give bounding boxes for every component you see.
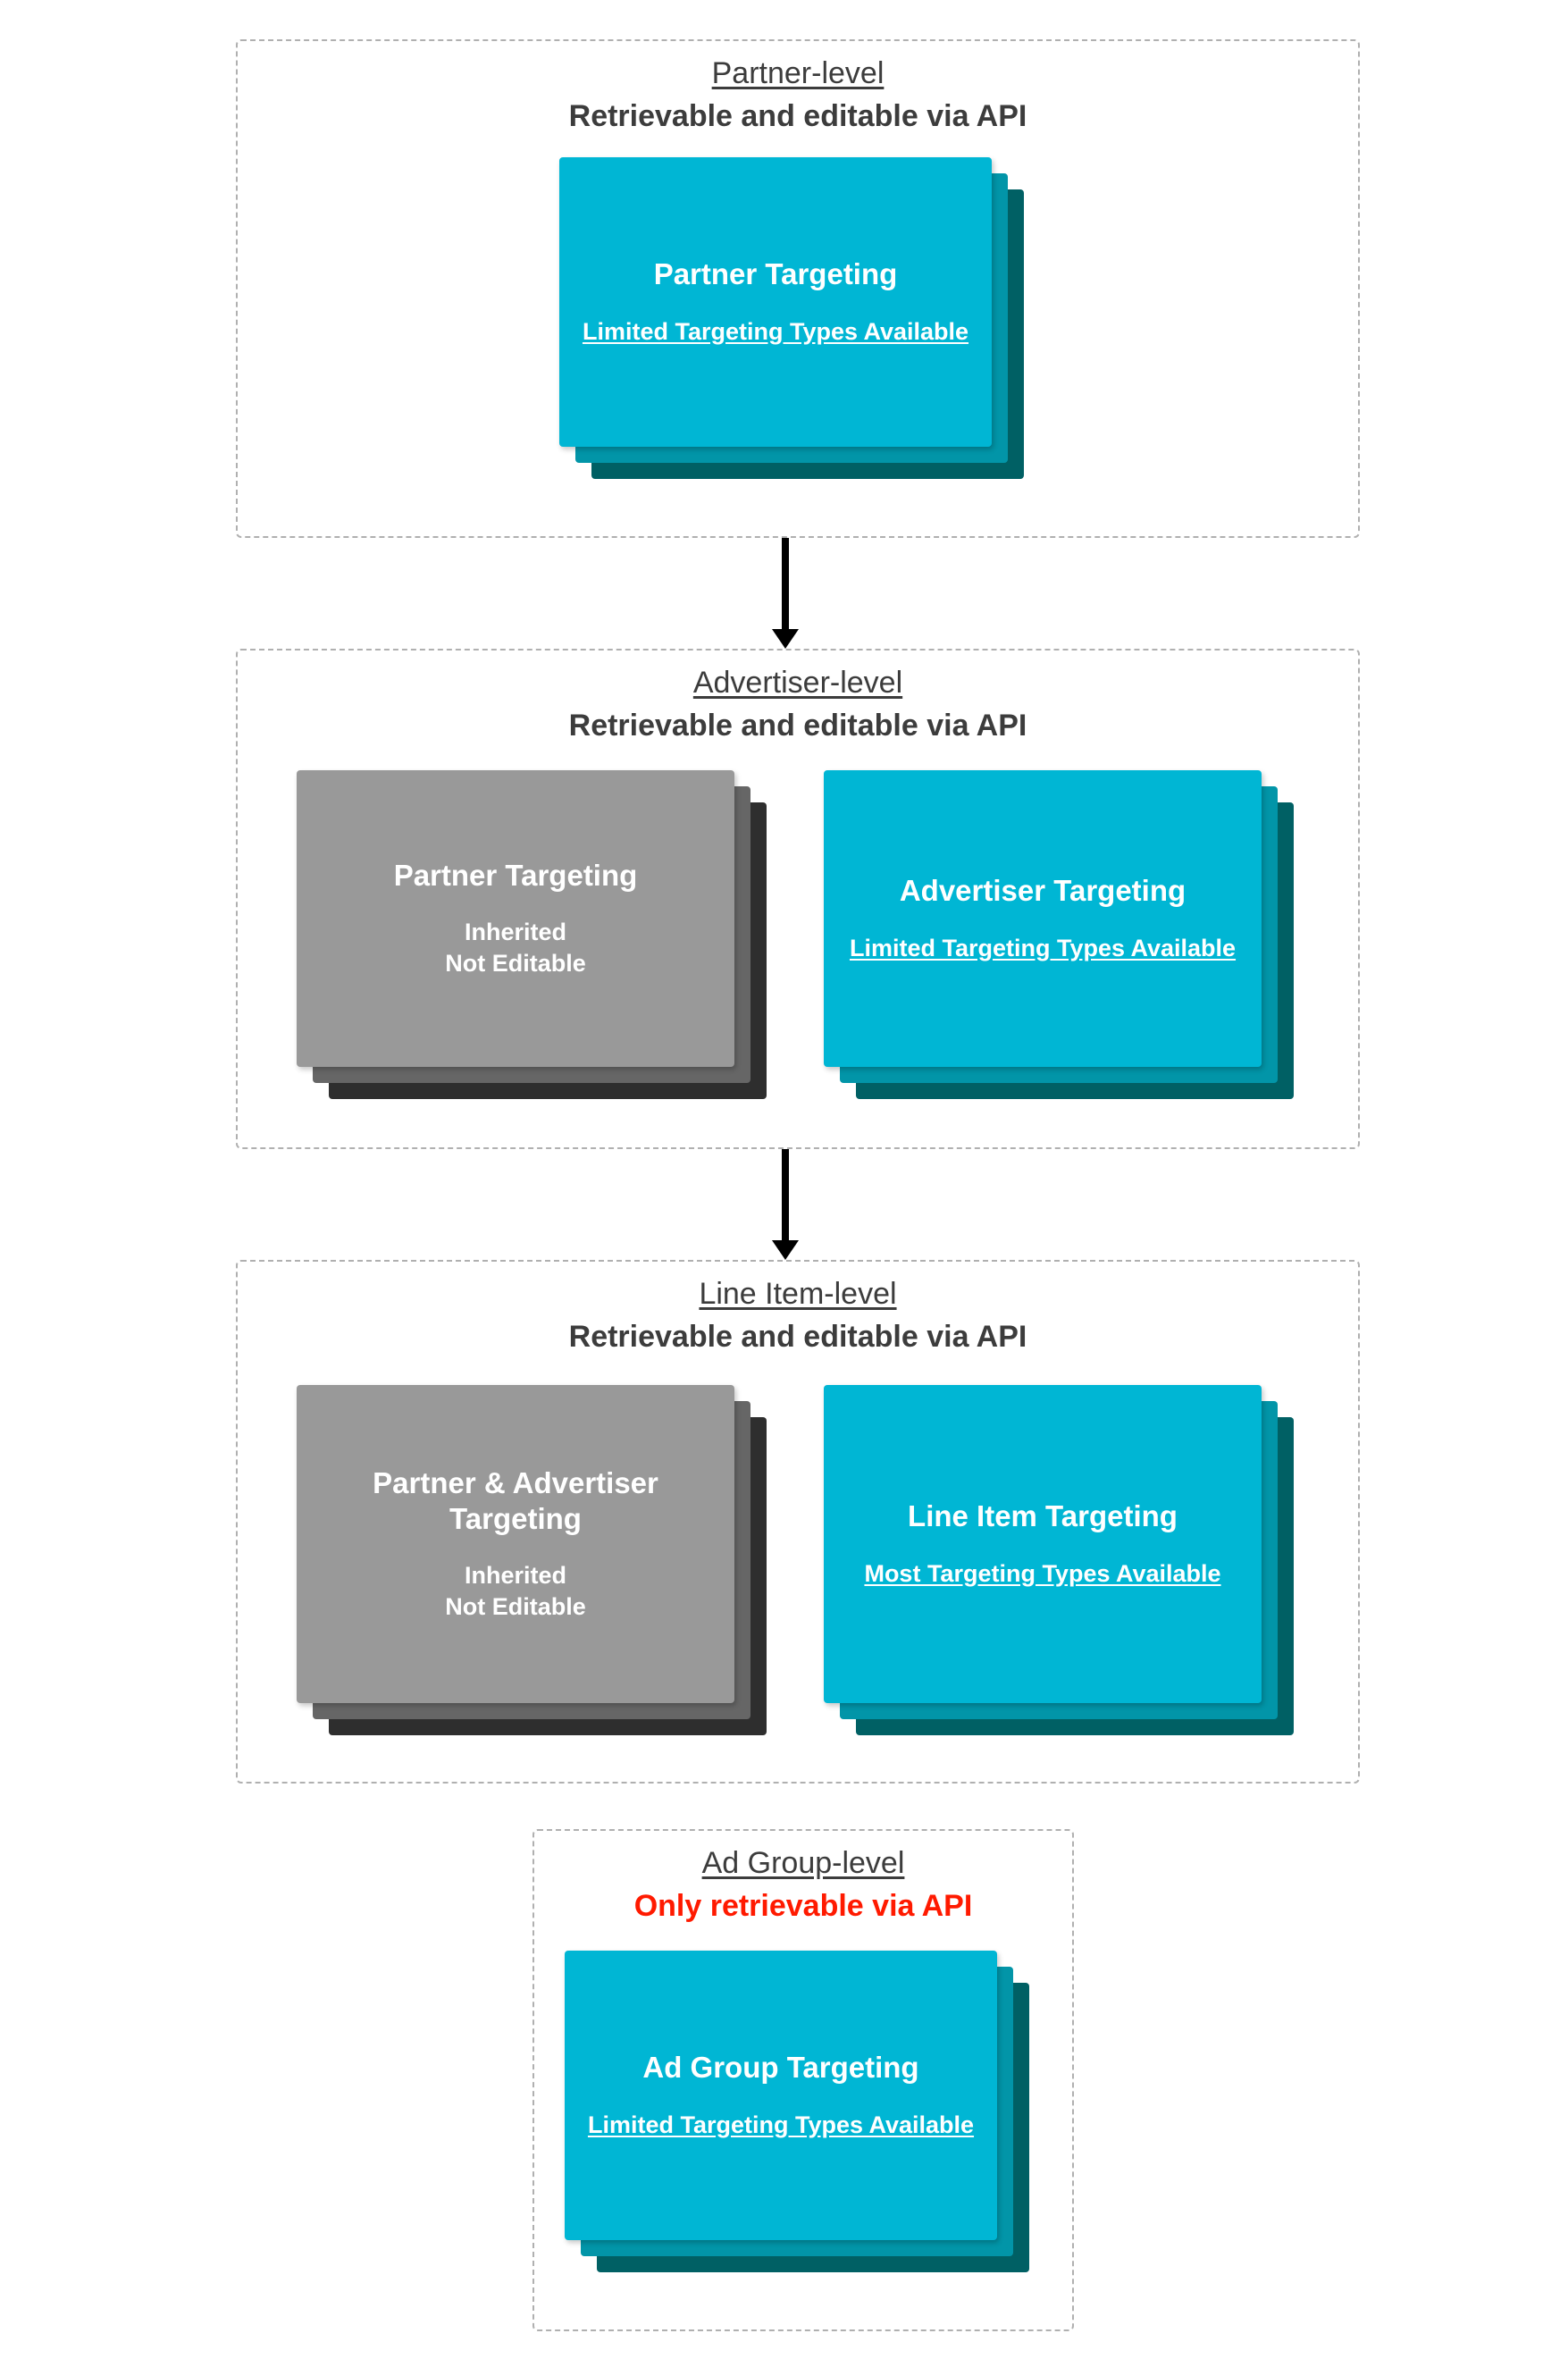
card-inherited-partner-advertiser-targeting[interactable]: Partner & Advertiser Targeting Inherited…: [297, 1385, 734, 1703]
card-partner-targeting[interactable]: Partner Targeting Limited Targeting Type…: [559, 157, 992, 447]
level-box-partner: Partner-level Retrievable and editable v…: [236, 39, 1360, 538]
level-name-partner: Partner-level: [711, 56, 885, 90]
card-stack-advertiser-targeting: Advertiser Targeting Limited Targeting T…: [824, 770, 1294, 1099]
card-stack-inherited-partner-advertiser-targeting: Partner & Advertiser Targeting Inherited…: [297, 1385, 767, 1735]
card-title: Partner Targeting: [393, 858, 638, 892]
card-title: Line Item Targeting: [908, 1499, 1178, 1533]
connector-advertiser-to-line-item: [772, 1149, 799, 1260]
card-title: Advertiser Targeting: [899, 874, 1186, 908]
level-name-ad-group: Ad Group-level: [701, 1846, 905, 1880]
card-stack-partner-targeting: Partner Targeting Limited Targeting Type…: [559, 157, 1024, 479]
level-heading-line-item: Line Item-level Retrievable and editable…: [238, 1274, 1358, 1356]
level-api-note-partner: Retrievable and editable via API: [568, 99, 1027, 134]
card-line-item-targeting[interactable]: Line Item Targeting Most Targeting Types…: [824, 1385, 1262, 1703]
card-title: Partner & Advertiser Targeting: [373, 1465, 658, 1535]
card-ad-group-targeting[interactable]: Ad Group Targeting Limited Targeting Typ…: [565, 1951, 997, 2240]
connector-shaft: [782, 538, 789, 629]
card-subtitle: Inherited Not Editable: [445, 1562, 586, 1621]
level-heading-ad-group: Ad Group-level Only retrievable via API: [534, 1843, 1072, 1926]
level-api-note-line-item: Retrievable and editable via API: [568, 1320, 1027, 1355]
card-inherited-partner-targeting[interactable]: Partner Targeting Inherited Not Editable: [297, 770, 734, 1067]
card-title: Ad Group Targeting: [642, 2051, 919, 2085]
level-name-line-item: Line Item-level: [699, 1277, 897, 1311]
level-name-advertiser: Advertiser-level: [692, 666, 903, 700]
card-subtitle: Limited Targeting Types Available: [849, 934, 1237, 961]
level-box-ad-group: Ad Group-level Only retrievable via API …: [532, 1829, 1074, 2331]
level-heading-partner: Partner-level Retrievable and editable v…: [238, 54, 1358, 136]
level-box-advertiser: Advertiser-level Retrievable and editabl…: [236, 649, 1360, 1149]
connector-shaft: [782, 1149, 789, 1240]
card-stack-inherited-partner-targeting: Partner Targeting Inherited Not Editable: [297, 770, 767, 1099]
card-title: Partner Targeting: [653, 257, 898, 291]
card-subtitle: Limited Targeting Types Available: [582, 317, 969, 345]
card-subtitle: Limited Targeting Types Available: [587, 2111, 975, 2138]
card-subtitle: Most Targeting Types Available: [864, 1559, 1221, 1587]
level-box-line-item: Line Item-level Retrievable and editable…: [236, 1260, 1360, 1784]
card-stack-ad-group-targeting: Ad Group Targeting Limited Targeting Typ…: [565, 1951, 1029, 2272]
level-heading-advertiser: Advertiser-level Retrievable and editabl…: [238, 663, 1358, 745]
card-subtitle: Inherited Not Editable: [445, 919, 586, 978]
connector-arrowhead: [772, 1240, 799, 1260]
level-api-note-advertiser: Retrievable and editable via API: [568, 709, 1027, 743]
connector-arrowhead: [772, 629, 799, 649]
card-stack-line-item-targeting: Line Item Targeting Most Targeting Types…: [824, 1385, 1294, 1735]
card-advertiser-targeting[interactable]: Advertiser Targeting Limited Targeting T…: [824, 770, 1262, 1067]
level-api-note-ad-group: Only retrievable via API: [633, 1889, 973, 1924]
connector-partner-to-advertiser: [772, 538, 799, 649]
